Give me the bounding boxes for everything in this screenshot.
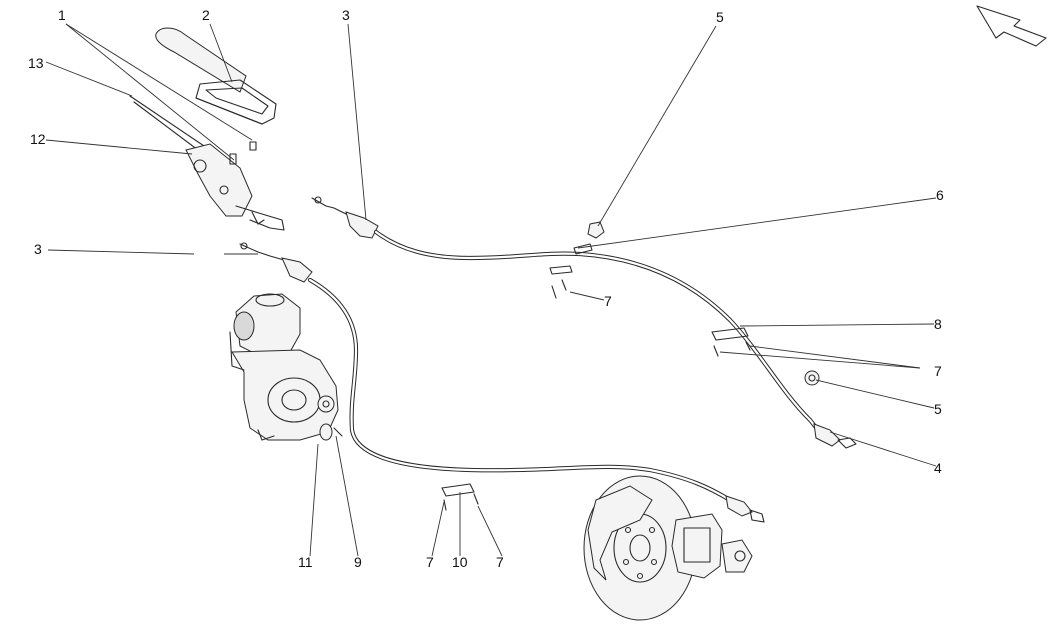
callout-12: 12: [30, 131, 46, 147]
callout-5-lower: 5: [934, 401, 942, 417]
callout-4: 4: [934, 460, 942, 476]
callout-10: 10: [452, 554, 468, 570]
cable-bracket-8: [711, 327, 751, 357]
handbrake-lever-cover: [155, 27, 277, 125]
cable-bracket-10: [441, 483, 479, 511]
callout-3-lower: 3: [34, 241, 42, 257]
callout-7-bottom-left: 7: [426, 554, 434, 570]
leader-lines: [45, 23, 937, 557]
upper-brake-cable: [311, 196, 857, 449]
lower-brake-cable: [239, 242, 765, 523]
callout-11: 11: [298, 554, 313, 570]
callout-7-mid: 7: [604, 293, 612, 309]
callout-9: 9: [354, 554, 362, 570]
cable-bracket-6: [549, 243, 593, 299]
callout-labels: 1 2 3 13 12 3 5 6 7 8 7 5 4 11 9 7 10 7: [28, 7, 944, 570]
brake-disc-assembly: [583, 475, 753, 621]
callout-8: 8: [934, 316, 942, 332]
callout-7-right: 7: [934, 363, 942, 379]
orientation-arrow-icon: [976, 5, 1047, 47]
callout-2: 2: [202, 7, 210, 23]
cable-clip-5-lower: [804, 370, 820, 386]
callout-7-bottom-right: 7: [496, 554, 504, 570]
callout-6: 6: [936, 187, 944, 203]
handbrake-lever-assembly: [129, 95, 285, 231]
callout-13: 13: [28, 55, 44, 71]
callout-5-upper: 5: [716, 9, 724, 25]
callout-3-upper: 3: [342, 7, 350, 23]
callout-1: 1: [58, 7, 66, 23]
brake-actuator-assembly: [229, 293, 343, 441]
cable-clip-5-upper: [587, 221, 605, 239]
